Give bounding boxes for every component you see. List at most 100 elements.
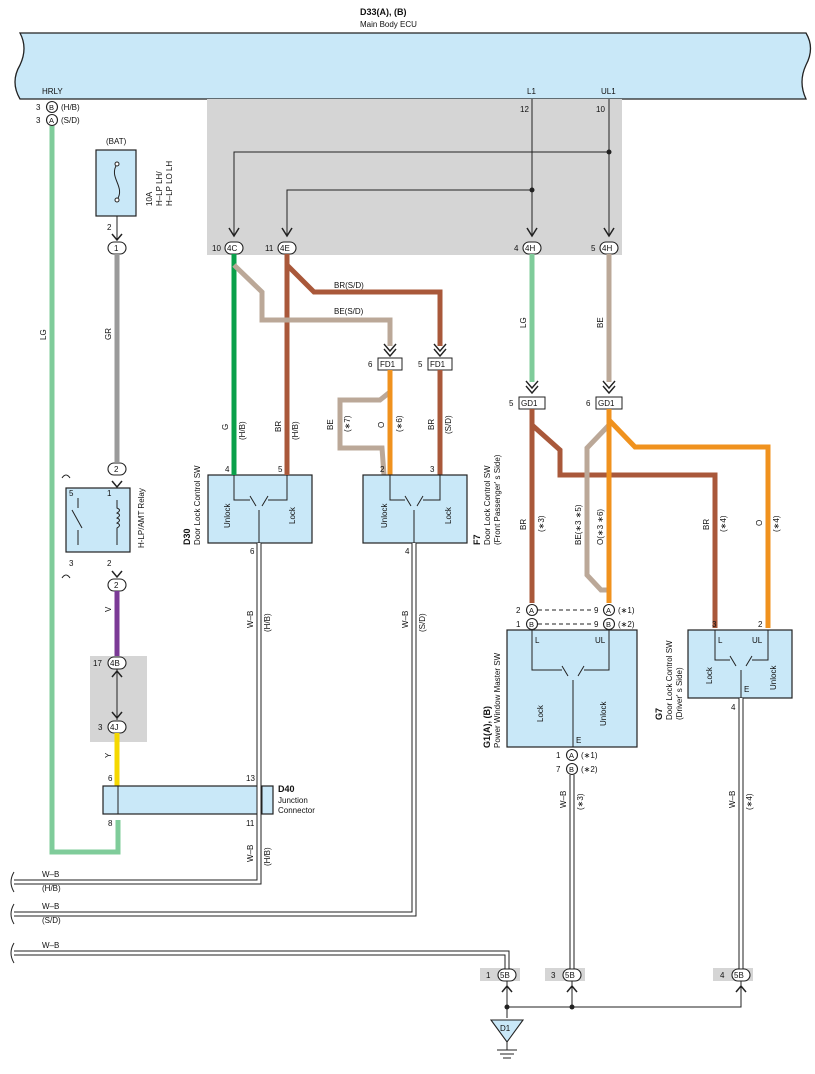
hrly-connector-b [45,100,59,114]
wire-label-br-3-note: (∗3) [537,515,546,532]
g1-conn-a-right [602,603,616,617]
arrow-icon [228,227,240,238]
ground-icon [497,1042,517,1059]
wire-label-br-note: (H/B) [291,421,300,440]
wire-label-sd-f7: (S/D) [418,613,427,632]
left-line-1-label: W–B [42,870,59,879]
g1-bottom-note-2: (∗2) [581,765,598,774]
pin-num-12: 12 [520,105,529,114]
g1-conn-a-left-letter: A [529,606,534,615]
connector-4c-pin: 10 [212,244,221,253]
connector-gd1-a-label: GD1 [521,399,538,408]
wire-label-br-4: BR [702,519,711,530]
g1-bottom-conn-b [565,762,579,776]
ground-label: D1 [500,1024,511,1033]
relay-tilde-icon [61,474,71,579]
connector-4h-b-pin: 5 [591,244,596,253]
d40-name1: Junction [278,796,308,805]
g1-lock: Lock [536,704,545,722]
junction-dot [606,149,612,155]
g1-bottom-pin-a: 1 [556,751,561,760]
g1-conn-a-right-letter: A [606,606,611,615]
wire-break-icon [10,871,15,964]
g1-id: G1(A), (B) [482,706,492,748]
connector-2-bottom-label: 2 [114,581,119,590]
f7-name: Door Lock Control SW [483,465,492,545]
g1-bottom-conn-a-letter: A [569,751,574,760]
d30-lock: Lock [288,506,297,524]
connector-fd1-b-label: FD1 [430,360,446,369]
hrly-a-pin: 3 [36,116,41,125]
g7-l: L [718,636,723,645]
wire-label-g-note: (H/B) [238,421,247,440]
connector-gd1-b-pin: 6 [586,399,591,408]
junction-dot [529,187,535,193]
relay-pin-3: 3 [69,559,74,568]
f7-switch-box [362,474,468,544]
wire-label-y: Y [104,752,113,758]
d40-name2: Connector [278,806,315,815]
connector-4j-label: 4J [110,723,118,732]
pin-num-10: 10 [596,105,605,114]
wire-label-wb-d40: W–B [246,845,255,862]
wire-label-br-4-note: (∗4) [719,515,728,532]
f7-switch-icon [389,475,441,543]
wire-label-o-4: O [755,520,764,526]
main-body-ecu-box [14,32,812,100]
hrly-a-note: (S/D) [61,116,80,125]
wire-wb-3 [14,950,510,970]
connector-5b-3-label: 5B [565,971,575,980]
junction-dot [504,1004,510,1010]
wire-label-o-6-note: (∗6) [395,415,404,432]
arrow-icon [603,227,615,238]
g7-switch-box [687,629,793,699]
relay-pin-1: 1 [107,489,112,498]
ecu-name: Main Body ECU [360,20,417,29]
g1-bottom-note-1: (∗1) [581,751,598,760]
wire-label-v: V [104,606,113,612]
ecu-pin-ul1: UL1 [601,87,616,96]
connector-4b-pin: 17 [93,659,102,668]
f7-id: F7 [472,534,482,545]
wire-label-hb-d40: (H/B) [263,847,272,866]
hrly-a-letter: A [49,116,54,125]
wire-label-wb-g7: W–B [728,791,737,808]
relay-coil-icon [115,500,120,545]
g1-switch-icon [531,630,610,747]
g1-bottom-conn-b-letter: B [569,765,574,774]
g7-side: (Driver' s Side) [675,667,684,720]
g7-pin-3: 3 [712,620,717,629]
g1-name: Power Window Master SW [493,652,502,748]
connector-2-top [107,462,127,476]
hrly-b-pin: 3 [36,103,41,112]
ecu-internal-shade [207,99,622,255]
ecu-ul-branch [233,151,609,236]
wire-label-br-sd-2: BR [427,419,436,430]
wire-label-be-35: BE(∗3 ∗5) [574,504,583,545]
g7-e: E [744,685,749,694]
f7-pin-3: 3 [430,465,435,474]
hrly-b-note: (H/B) [61,103,80,112]
connector-5b-1-pin: 1 [486,971,491,980]
wire-label-hb-d30: (H/B) [263,613,272,632]
double-arrow-icon [433,343,447,358]
wire-label-wb-f7: W–B [401,611,410,628]
g1-pin-b9: 9 [594,620,599,629]
d30-pin-4: 4 [225,465,230,474]
arrow-icon [111,480,123,489]
ground-triangle-icon [489,1019,525,1043]
wire-label-n3-g1: (∗3) [576,793,585,810]
wire-label-wb-g1: W–B [559,791,568,808]
g1-pin-a2: 2 [516,606,521,615]
connector-4b-label: 4B [110,659,120,668]
wire-label-g: G [221,424,230,430]
g1-unlock: Unlock [599,701,608,726]
relay-box [65,487,131,553]
left-line-2-label: W–B [42,902,59,911]
d30-name: Door Lock Control SW [193,465,202,545]
arrow-icon [111,570,123,579]
g1-bottom-conn-a [565,748,579,762]
g7-id: G7 [654,708,664,720]
wire-wb-sd [14,543,417,917]
f7-side: (Front Passenger' s Side) [493,454,502,545]
